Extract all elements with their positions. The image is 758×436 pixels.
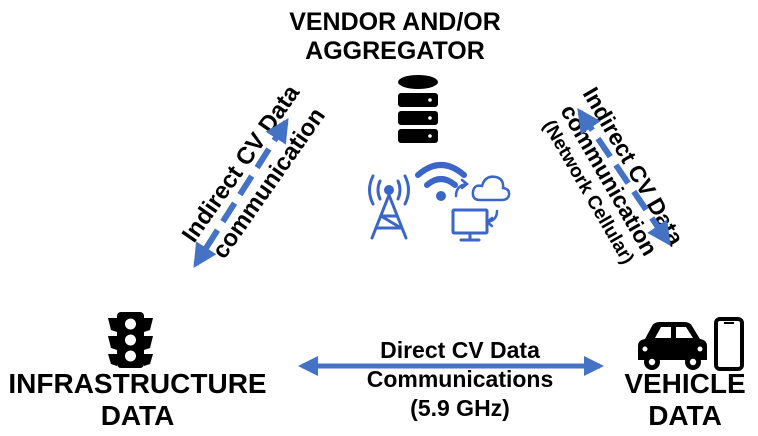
indirect-left-arrow	[193, 117, 289, 269]
cloud-sync-icon	[454, 175, 511, 228]
smartphone-icon	[714, 317, 744, 371]
direct-cv-label-line3: (5.9 GHz)	[410, 394, 510, 421]
traffic-light-icon	[108, 312, 153, 368]
vendor-label: VENDOR AND/OR AGGREGATOR	[250, 8, 540, 66]
monitor-icon	[451, 208, 489, 242]
wifi-icon	[415, 162, 467, 201]
car-icon	[638, 322, 707, 370]
vendor-label-line2: AGGREGATOR	[305, 36, 485, 65]
vehicle-label: VEHICLE DATA	[615, 368, 755, 432]
indirect-right-arrow	[577, 108, 671, 246]
vendor-label-line1: VENDOR AND/OR	[289, 8, 501, 36]
database-icon	[398, 75, 438, 143]
infrastructure-label-line1: INFRASTRUCTURE	[8, 368, 267, 399]
infrastructure-label: INFRASTRUCTURE DATA	[0, 368, 275, 432]
vehicle-label-line1: VEHICLE	[624, 368, 746, 399]
infrastructure-label-line2: DATA	[100, 400, 175, 432]
radio-tower-icon	[368, 174, 410, 240]
vehicle-label-line2: DATA	[648, 400, 722, 432]
